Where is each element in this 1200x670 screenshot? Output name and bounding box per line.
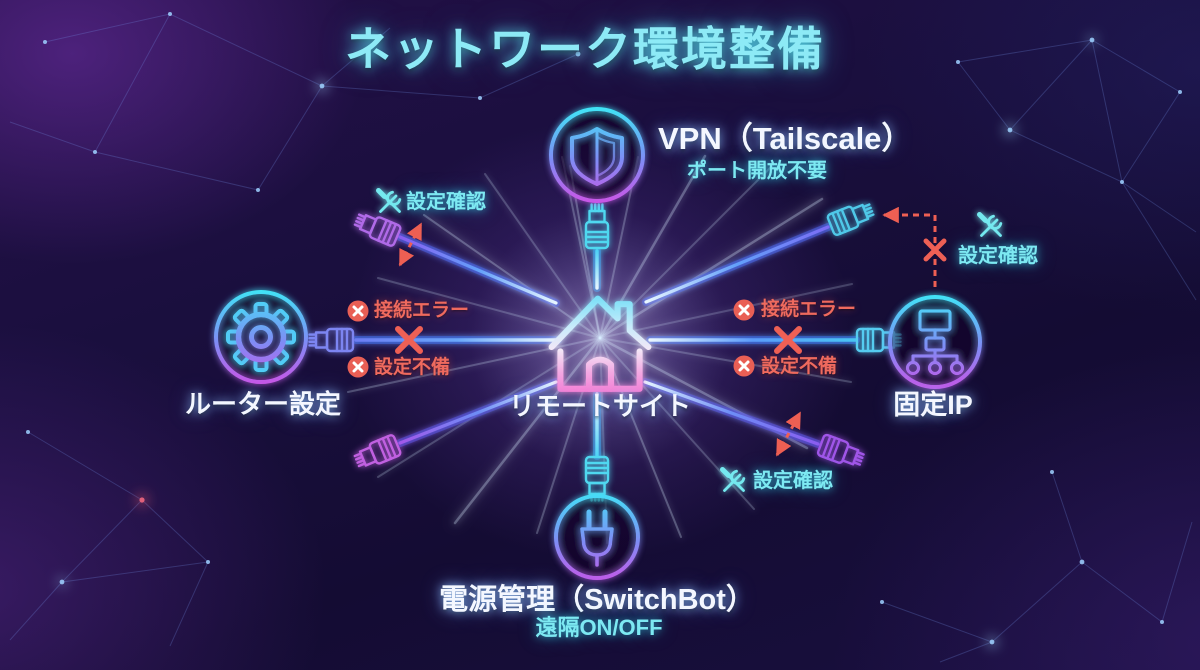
- check-label-top-right: 設定確認: [958, 245, 1038, 267]
- vpn-node-label: VPN（Tailscale）: [658, 121, 913, 156]
- network-tree-icon: [905, 309, 965, 376]
- vpn-node: [549, 107, 645, 203]
- left-error-label-1: 接続エラー: [374, 300, 470, 321]
- node-circles: [214, 107, 982, 580]
- power-node-subtitle: 遠隔ON/OFF: [535, 615, 663, 640]
- dashed-route-arrow: [882, 206, 937, 287]
- cable-top: [584, 203, 610, 292]
- shield-icon: [570, 127, 624, 186]
- cable-top-right: [642, 198, 877, 306]
- circle-x-icon: [346, 299, 370, 323]
- ethernet-connector-icon: [308, 327, 355, 353]
- power-node: [554, 494, 640, 580]
- circle-x-icon: [732, 354, 756, 378]
- center-node-label: リモートサイト: [508, 391, 692, 421]
- cable-left: [308, 327, 562, 353]
- circle-x-icon: [732, 298, 756, 322]
- power-plug-icon: [580, 509, 614, 567]
- error-annotations: [346, 206, 945, 457]
- house-icon: [548, 295, 652, 392]
- tools-icon: [379, 191, 400, 212]
- page-title: ネットワーク環境整備: [345, 23, 825, 75]
- fixed-ip-node: [888, 295, 982, 389]
- right-error-label-2: 設定不備: [761, 356, 838, 377]
- left-error-label-2: 設定不備: [374, 357, 451, 378]
- router-node: [214, 290, 308, 384]
- fixed-ip-node-label: 固定IP: [893, 390, 973, 420]
- cable-right: [646, 327, 902, 353]
- circle-x-icon: [346, 355, 370, 379]
- right-error-label-1: 接続エラー: [761, 299, 857, 320]
- ethernet-connector-icon: [825, 198, 877, 238]
- check-label-bottom-right: 設定確認: [753, 470, 833, 492]
- cable-top-left: [351, 208, 560, 307]
- power-node-label: 電源管理（SwitchBot）: [439, 584, 755, 616]
- check-label-top-left: 設定確認: [406, 191, 486, 213]
- router-node-label: ルーター設定: [184, 389, 342, 419]
- tools-icon: [980, 215, 1001, 236]
- vpn-node-subtitle: ポート開放不要: [687, 160, 827, 182]
- error-x-icon: [926, 241, 944, 259]
- cable-bottom-left: [351, 378, 560, 473]
- gear-icon: [226, 302, 296, 372]
- dashed-double-arrow: [775, 411, 802, 457]
- cable-bottom: [584, 390, 610, 502]
- background-mesh: [9, 12, 1197, 663]
- dashed-double-arrow: [398, 222, 423, 267]
